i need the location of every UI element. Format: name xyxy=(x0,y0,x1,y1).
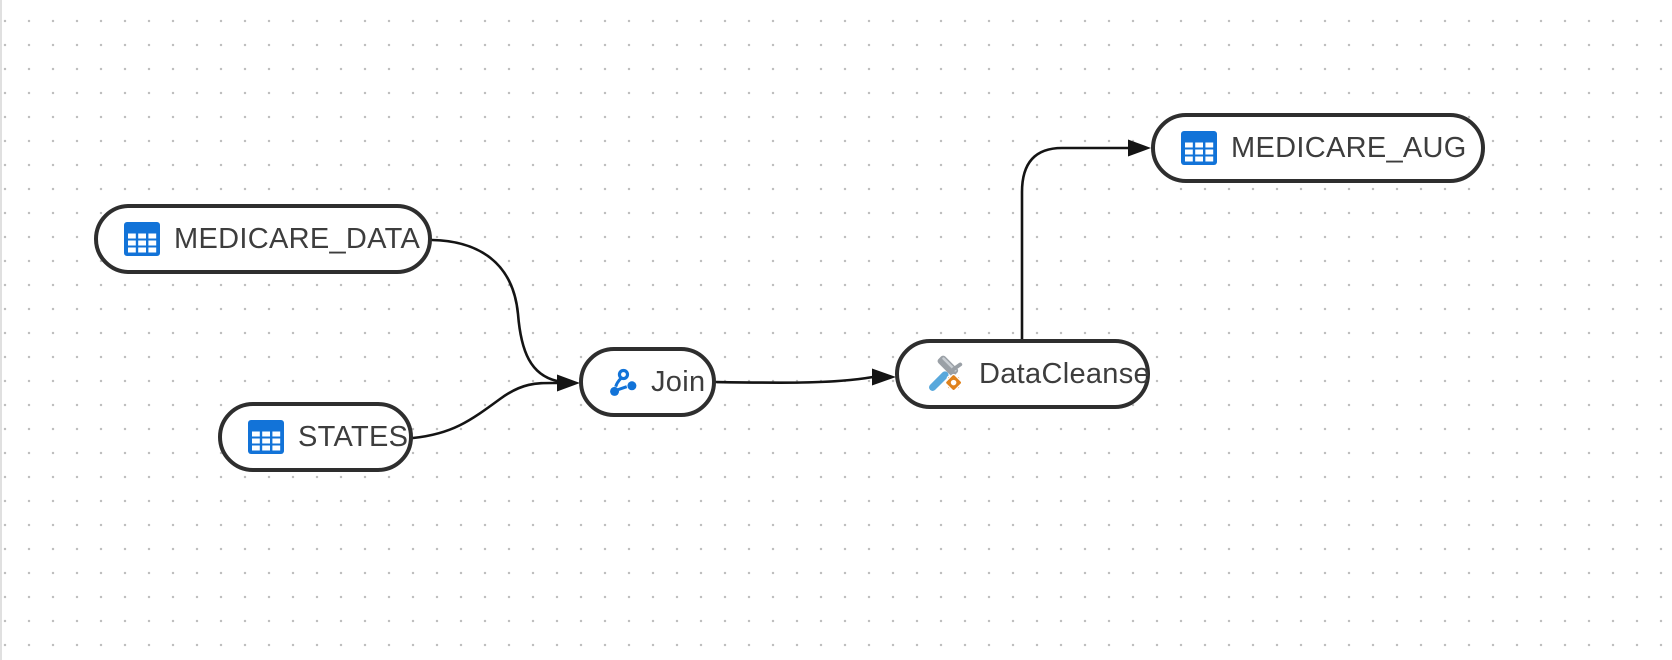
table-icon xyxy=(1180,130,1218,166)
arrowhead-into-medicare-aug xyxy=(1128,139,1151,157)
node-medicare-data[interactable]: MEDICARE_DATA xyxy=(94,204,432,274)
node-datacleanse[interactable]: DataCleanse xyxy=(895,339,1150,409)
canvas-left-border xyxy=(0,0,2,660)
table-icon xyxy=(123,221,161,257)
node-states[interactable]: STATES xyxy=(218,402,413,472)
edge-states-to-join xyxy=(411,381,559,440)
edge-join-to-datacleanse xyxy=(714,375,875,384)
join-branch-icon xyxy=(608,367,638,398)
node-medicare-aug[interactable]: MEDICARE_AUG xyxy=(1151,113,1485,183)
edge-medicare-data-to-join xyxy=(430,238,559,383)
edge-datacleanse-to-medicare-aug xyxy=(1020,146,1130,341)
node-label: MEDICARE_AUG xyxy=(1231,131,1467,164)
arrowhead-into-datacleanse xyxy=(872,368,896,386)
hammer-gear-icon xyxy=(924,353,966,395)
node-join[interactable]: Join xyxy=(579,347,716,417)
arrowhead-into-join xyxy=(557,374,580,392)
node-label: STATES xyxy=(298,420,409,453)
node-label: Join xyxy=(651,365,706,398)
node-label: DataCleanse xyxy=(979,357,1150,390)
node-label: MEDICARE_DATA xyxy=(174,222,421,255)
table-icon xyxy=(247,419,285,455)
